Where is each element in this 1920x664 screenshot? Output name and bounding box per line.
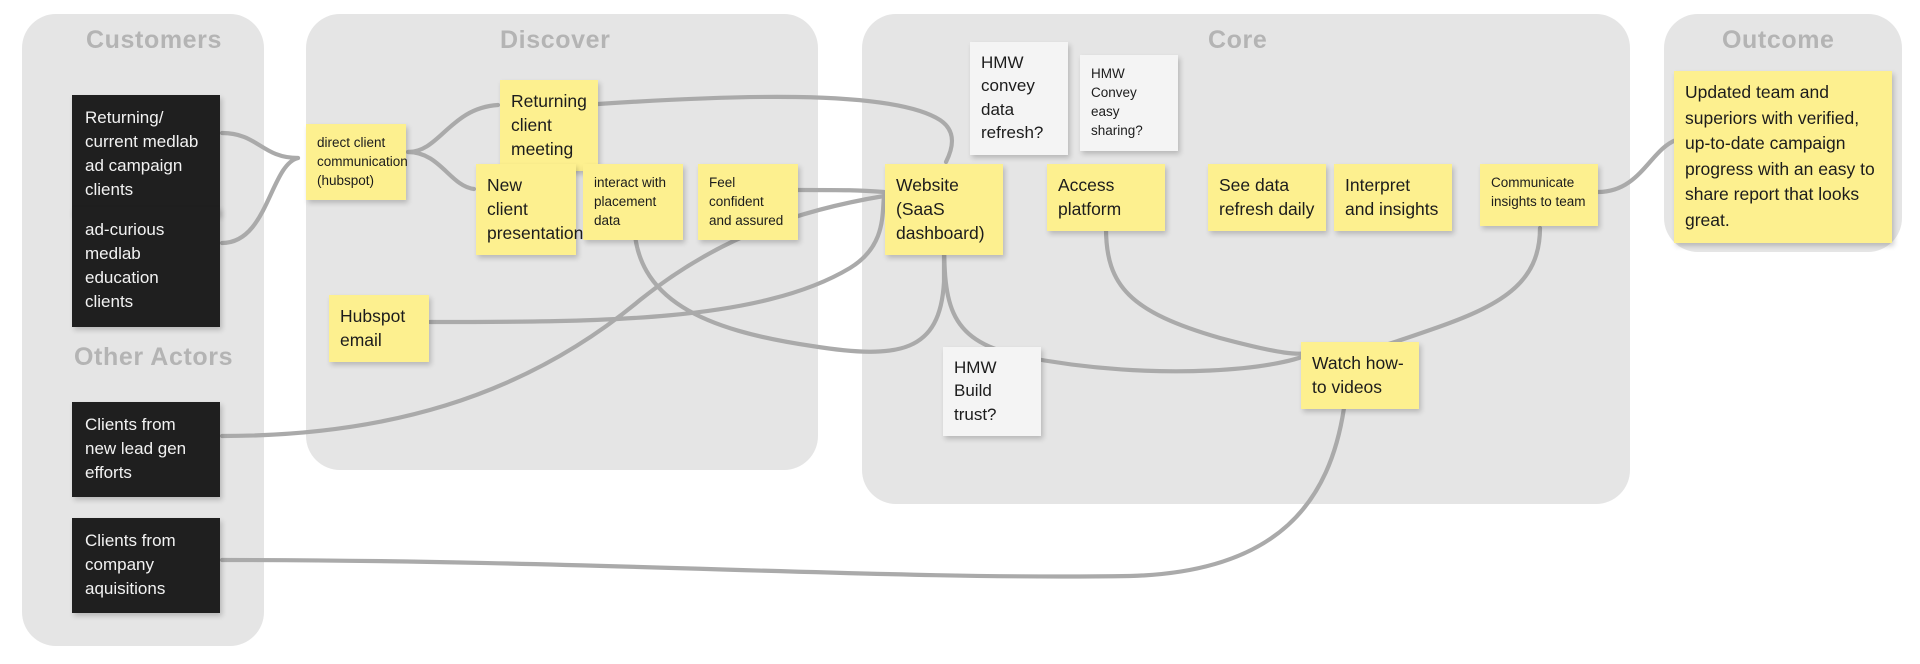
note-interact-placement-data[interactable]: interact with placement data xyxy=(583,164,683,241)
note-returning-client-meeting[interactable]: Returning client meeting xyxy=(500,80,598,172)
actor-ad-curious[interactable]: ad-curious medlab education clients xyxy=(72,207,220,327)
note-hubspot-email[interactable]: Hubspot email xyxy=(329,295,429,363)
hmw-convey-data-refresh[interactable]: HMW convey data refresh? xyxy=(970,42,1068,155)
hmw-build-trust[interactable]: HMW Build trust? xyxy=(943,347,1041,437)
note-website-saas-dashboard[interactable]: Website (SaaS dashboard) xyxy=(885,164,1003,256)
note-feel-confident[interactable]: Feel confident and assured xyxy=(698,164,798,241)
note-see-data-refresh-daily[interactable]: See data refresh daily xyxy=(1208,164,1326,232)
hmw-convey-easy-sharing[interactable]: HMW Convey easy sharing? xyxy=(1080,55,1178,151)
note-access-platform[interactable]: Access platform xyxy=(1047,164,1165,232)
note-outcome-summary[interactable]: Updated team and superiors with verified… xyxy=(1674,71,1892,244)
panel-title-outcome: Outcome xyxy=(1722,26,1835,54)
note-direct-client-communication[interactable]: direct client communication (hubspot) xyxy=(306,124,408,201)
sub-heading-other-actors: Other Actors xyxy=(74,343,234,371)
note-watch-how-to-videos[interactable]: Watch how-to videos xyxy=(1301,342,1419,410)
note-new-client-presentation[interactable]: New client presentation xyxy=(476,164,583,256)
note-communicate-insights[interactable]: Communicate insights to team xyxy=(1480,164,1598,226)
actor-returning-clients[interactable]: Returning/ current medlab ad campaign cl… xyxy=(72,95,220,215)
actor-lead-gen[interactable]: Clients from new lead gen efforts xyxy=(72,402,220,498)
panel-title-customers: Customers xyxy=(86,26,222,54)
panel-title-core: Core xyxy=(1208,26,1268,54)
actor-acquisitions[interactable]: Clients from company aquisitions xyxy=(72,518,220,614)
panel-title-discover: Discover xyxy=(500,26,611,54)
note-interpret-and-insights[interactable]: Interpret and insights xyxy=(1334,164,1452,232)
